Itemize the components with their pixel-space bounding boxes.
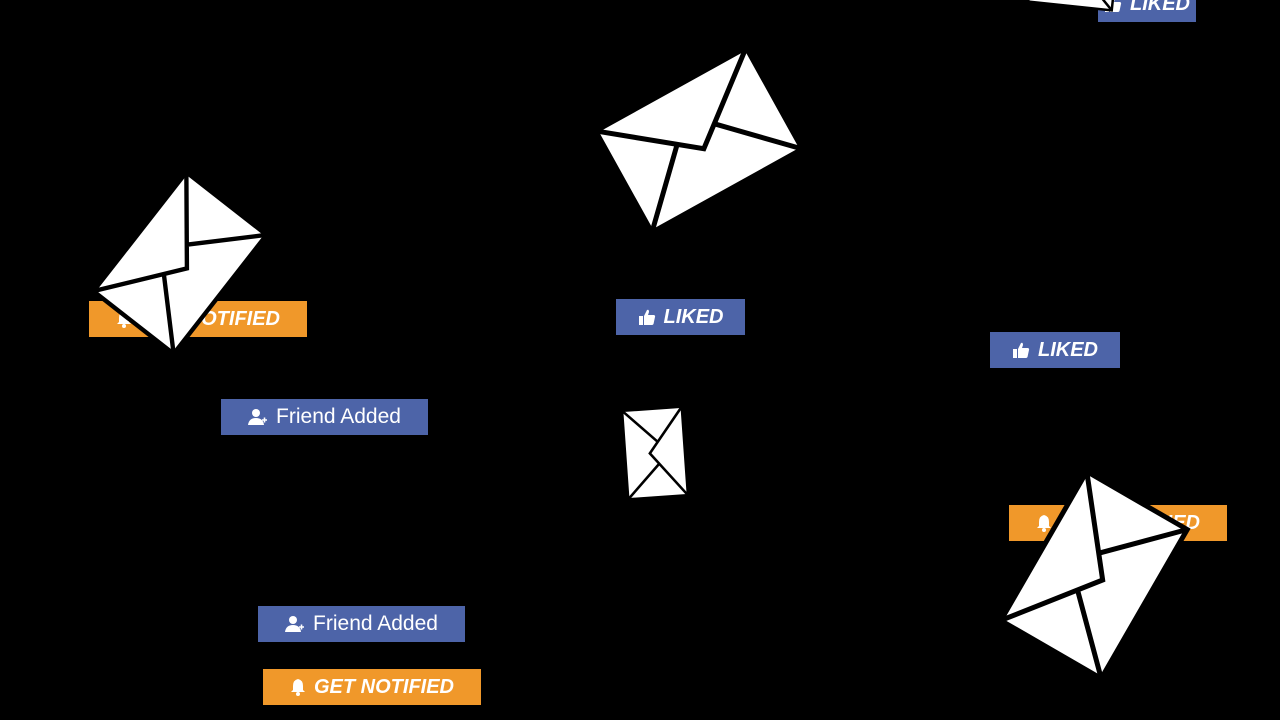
envelope-icon — [988, 462, 1199, 688]
liked-label: LIKED — [1130, 0, 1190, 15]
friend-added-label: Friend Added — [276, 405, 401, 428]
bell-icon — [1036, 514, 1052, 532]
envelope-icon — [590, 42, 808, 238]
liked-badge-center: LIKED — [616, 299, 745, 335]
friend-added-badge-lower: Friend Added — [258, 606, 465, 642]
thumbs-up-icon — [638, 308, 656, 326]
user-icon — [285, 615, 305, 633]
envelope-icon — [620, 400, 691, 506]
liked-badge-top-right: LIKED — [1098, 0, 1196, 22]
friend-added-badge-upper: Friend Added — [221, 399, 428, 435]
thumbs-up-icon — [1012, 341, 1030, 359]
liked-badge-right: LIKED — [990, 332, 1120, 368]
envelope-icon — [69, 152, 291, 374]
user-icon — [248, 408, 268, 426]
bell-icon — [290, 678, 306, 696]
liked-label: LIKED — [663, 305, 724, 328]
get-notified-label: GET NOTIFIED — [314, 675, 454, 698]
liked-label: LIKED — [1038, 338, 1098, 361]
get-notified-badge-bottom: GET NOTIFIED — [263, 669, 481, 705]
envelope-icon — [1024, 0, 1120, 15]
friend-added-label: Friend Added — [313, 612, 438, 635]
